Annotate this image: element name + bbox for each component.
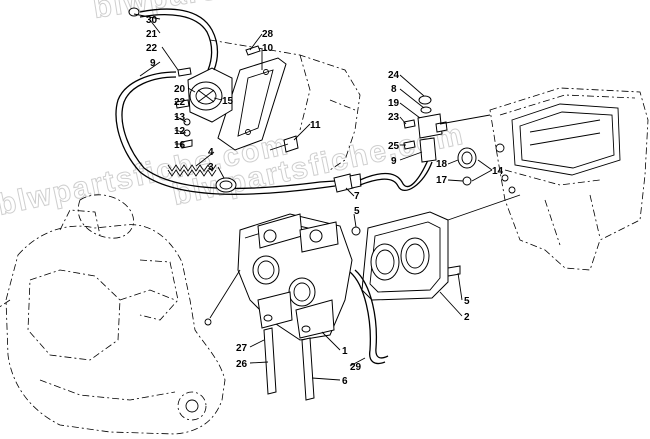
callout-16: 16 [174, 140, 186, 151]
callout-5a: 5 [354, 206, 360, 217]
callout-15: 15 [222, 96, 234, 107]
callout-20: 20 [174, 84, 186, 95]
callout-4: 4 [208, 147, 214, 158]
callout-25: 25 [388, 141, 400, 152]
callout-29: 29 [350, 362, 362, 373]
callout-3: 3 [208, 162, 214, 173]
callout-30: 30 [146, 15, 158, 26]
valve-group [403, 95, 491, 186]
callout-6: 6 [342, 376, 348, 387]
callout-22b: 22 [174, 97, 186, 108]
carburetor [204, 213, 389, 401]
intake-adapter [351, 194, 521, 301]
spring-clamp [167, 164, 237, 193]
frame-section [209, 39, 361, 171]
callout-5b: 5 [464, 296, 470, 307]
fuel-pump-group [128, 7, 299, 153]
callout-labels: 30 21 22 9 28 10 20 22 15 13 12 16 11 4 … [146, 15, 504, 387]
callout-12: 12 [174, 126, 186, 137]
callout-9: 9 [150, 58, 156, 69]
callout-9b: 9 [391, 156, 397, 167]
engine-assembly [0, 194, 226, 435]
callout-11: 11 [310, 120, 321, 131]
callout-28: 28 [262, 29, 274, 40]
callout-26: 26 [236, 359, 248, 370]
callout-23: 23 [388, 112, 400, 123]
callout-2: 2 [464, 312, 470, 323]
fuel-hose-loop [115, 71, 336, 195]
callout-1: 1 [342, 346, 348, 357]
fuel-filter [333, 159, 433, 193]
callout-8: 8 [391, 84, 397, 95]
leader-lines [133, 13, 493, 381]
callout-13: 13 [174, 112, 186, 123]
callout-17: 17 [436, 175, 448, 186]
airbox-assembly [489, 87, 649, 271]
callout-7: 7 [354, 191, 360, 202]
callout-24: 24 [388, 70, 400, 81]
callout-18: 18 [436, 159, 448, 170]
callout-21: 21 [146, 29, 158, 40]
callout-22: 22 [146, 43, 158, 54]
callout-14: 14 [492, 166, 504, 177]
callout-10: 10 [262, 43, 274, 54]
callout-27: 27 [236, 343, 248, 354]
callout-19: 19 [388, 98, 400, 109]
